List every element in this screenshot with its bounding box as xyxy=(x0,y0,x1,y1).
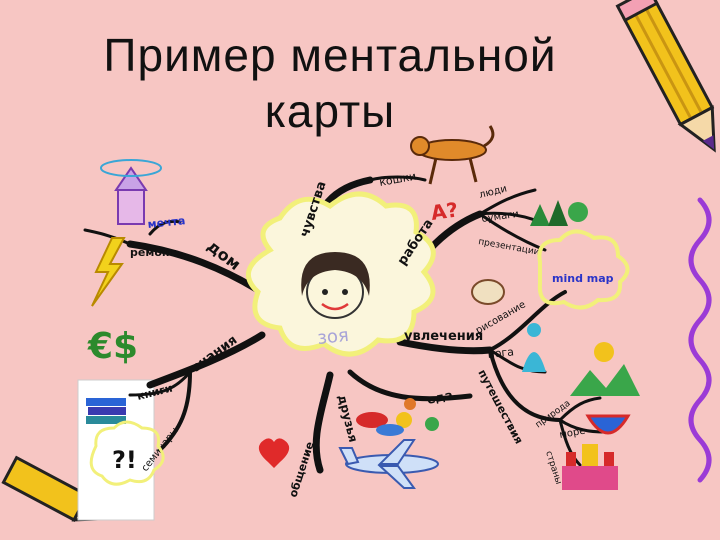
pencil-icon xyxy=(615,0,716,153)
branch-znaniya xyxy=(146,331,266,389)
slide-title-line1: Пример ментальной xyxy=(103,29,557,81)
label-koshki: кошки xyxy=(378,170,417,189)
cat-icon xyxy=(410,125,495,185)
sea-icon xyxy=(585,414,631,435)
trees-icon xyxy=(530,200,588,226)
castle-icon xyxy=(562,444,618,490)
label-more: море xyxy=(559,426,587,441)
branch-eda xyxy=(347,369,473,402)
label-yoga: йога xyxy=(487,345,515,361)
label-uvlecheniya: увлечения xyxy=(404,329,483,344)
branch-druzya xyxy=(312,371,334,474)
label-mechta: мечта xyxy=(147,214,186,231)
yoga-icon xyxy=(522,323,546,372)
house-icon xyxy=(100,159,162,225)
purple-squiggle xyxy=(688,197,712,483)
airplane-icon xyxy=(338,439,439,489)
label-remont: ремонт xyxy=(130,246,176,259)
branch-uvlecheniya xyxy=(396,338,494,355)
label-strany: страны xyxy=(543,450,563,486)
lightning-icon xyxy=(91,237,126,307)
doodle-exclaim: ?! xyxy=(112,446,137,474)
label-eda: еда xyxy=(426,388,454,407)
branch-dom xyxy=(126,240,262,294)
books-icon xyxy=(86,398,126,424)
center-name: зоя xyxy=(316,325,349,349)
food-icon xyxy=(356,398,439,436)
label-lyudi: люди xyxy=(478,183,508,201)
heart-icon xyxy=(258,438,290,468)
landscape-icon xyxy=(570,342,640,396)
people-cloud xyxy=(89,420,165,486)
palette-icon xyxy=(471,279,505,305)
slide-title-line2: карты xyxy=(264,85,396,137)
label-bumagi: бумаги xyxy=(481,209,520,225)
doodle-euro-dollar: €$ xyxy=(87,326,138,367)
doodle-question: А? xyxy=(429,197,459,225)
label-obshchenie: общение xyxy=(286,440,316,499)
face-icon xyxy=(301,252,370,319)
mindmap-cloud xyxy=(537,229,630,310)
label-prezentacii: презентации xyxy=(477,237,540,258)
label-mindmap: mind map xyxy=(552,272,614,285)
